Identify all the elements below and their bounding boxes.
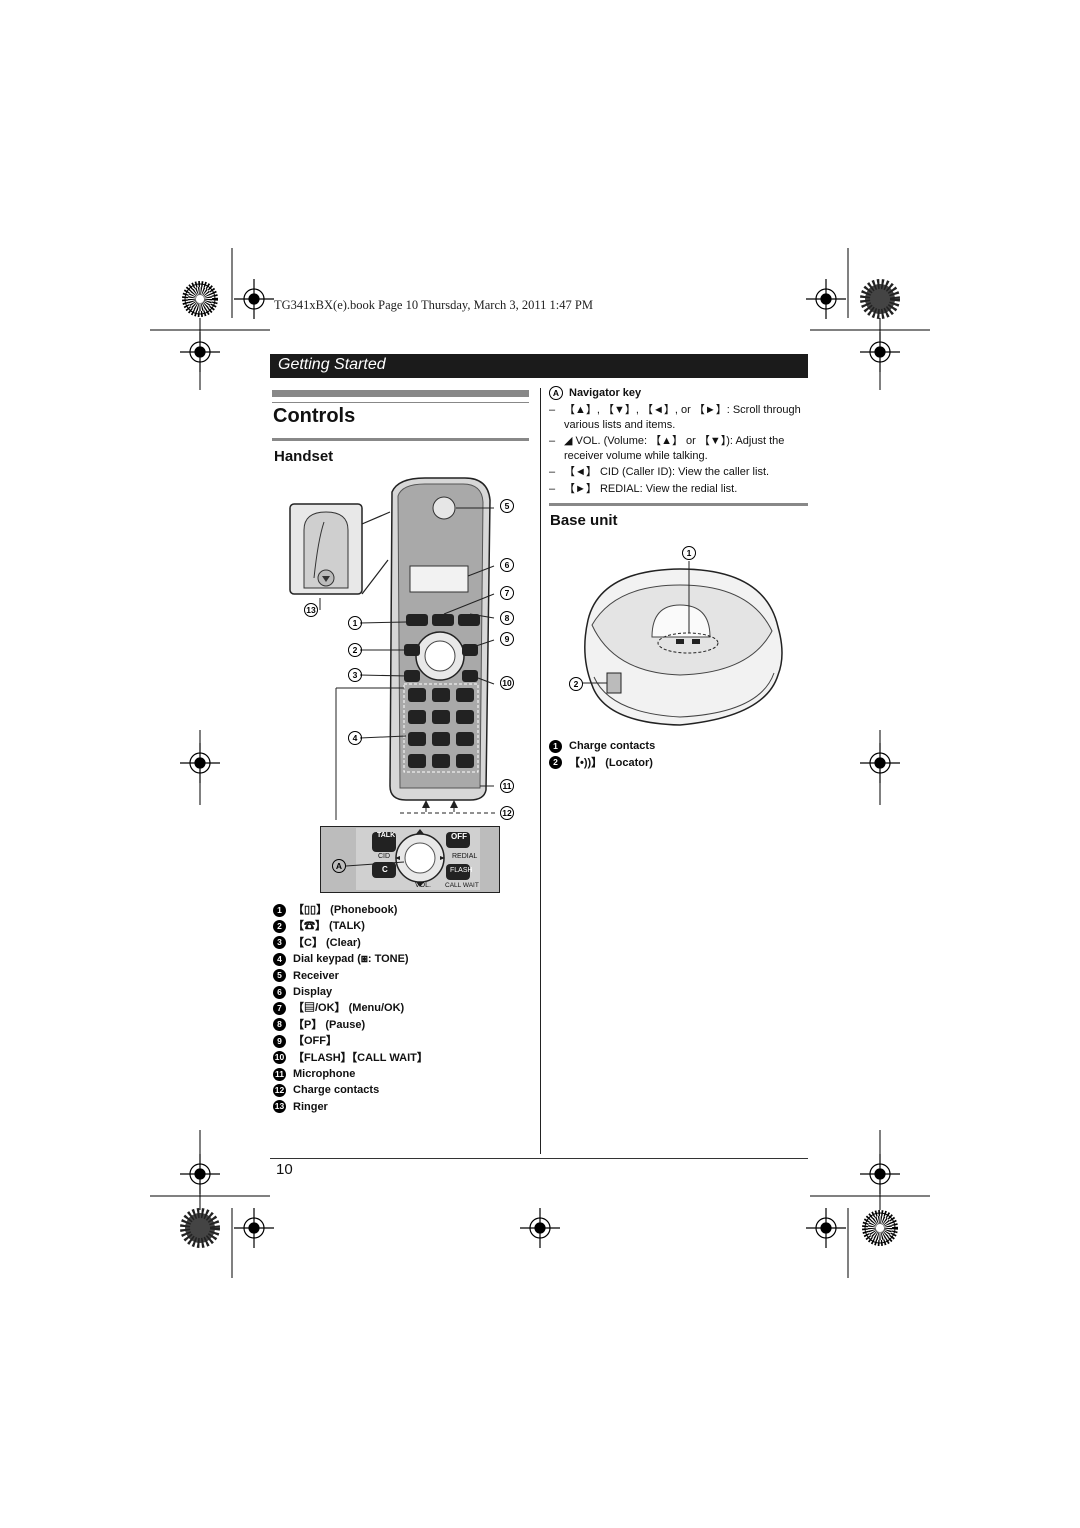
legend-item: 2【☎】 (TALK) bbox=[273, 918, 428, 934]
callout-10: 10 bbox=[500, 676, 514, 690]
callout-7: 7 bbox=[500, 586, 514, 600]
column-divider bbox=[540, 388, 541, 1154]
file-info-line: TG341xBX(e).book Page 10 Thursday, March… bbox=[274, 298, 593, 312]
navigator-item: –【►】 REDIAL: View the redial list. bbox=[549, 482, 738, 495]
legend-item: 9【OFF】 bbox=[273, 1033, 428, 1049]
callout-3: 3 bbox=[348, 668, 362, 682]
callout-11: 11 bbox=[500, 779, 514, 793]
inset-key-redial: REDIAL bbox=[452, 853, 478, 860]
inset-key-off: OFF bbox=[451, 832, 467, 841]
legend-item: 7【▤/OK】 (Menu/OK) bbox=[273, 1000, 428, 1016]
legend-item: 1【▯▯】 (Phonebook) bbox=[273, 902, 428, 918]
inset-key-call-wait: CALL WAIT bbox=[445, 882, 479, 889]
inset-key-cid: CID bbox=[378, 853, 391, 860]
navigator-inset-illustration bbox=[320, 826, 500, 893]
section-title: Getting Started bbox=[278, 356, 386, 373]
base-unit-top-rule bbox=[549, 503, 808, 506]
callout-12: 12 bbox=[500, 806, 514, 820]
legend-item: 8【P】 (Pause) bbox=[273, 1017, 428, 1033]
callout-2: 2 bbox=[348, 643, 362, 657]
handset-heading: Handset bbox=[274, 448, 334, 465]
navigator-item: –【▲】, 【▼】, 【◄】, or 【►】: Scroll through v… bbox=[549, 404, 801, 431]
handset-illustration bbox=[289, 477, 498, 820]
callout-5: 5 bbox=[500, 499, 514, 513]
base-callout-1: 1 bbox=[682, 546, 696, 560]
page-title: Controls bbox=[273, 405, 356, 427]
inset-key-vol: VOL. bbox=[415, 882, 431, 889]
title-top-rule bbox=[272, 390, 529, 397]
callout-1: 1 bbox=[348, 616, 362, 630]
legend-item: 2【•))】 (Locator) bbox=[549, 755, 655, 772]
navigator-item: –◢ VOL. (Volume: 【▲】 or 【▼】): Adjust the… bbox=[549, 435, 785, 462]
handset-top-rule bbox=[272, 438, 529, 441]
inset-label-a: A bbox=[332, 859, 346, 873]
base-unit-heading: Base unit bbox=[550, 512, 618, 529]
inset-key-flash: FLASH bbox=[450, 867, 473, 874]
section-banner: Getting Started bbox=[270, 354, 808, 378]
handset-legend: 1【▯▯】 (Phonebook) 2【☎】 (TALK) 3【C】 (Clea… bbox=[273, 902, 428, 1115]
page-number: 10 bbox=[276, 1161, 293, 1178]
inset-key-c: C bbox=[382, 865, 388, 874]
callout-9: 9 bbox=[500, 632, 514, 646]
callout-13: 13 bbox=[304, 603, 318, 617]
inset-key-talk: TALK bbox=[377, 832, 396, 839]
legend-item: 3【C】 (Clear) bbox=[273, 935, 428, 951]
base-callout-2: 2 bbox=[569, 677, 583, 691]
navigator-item: –【◄】 CID (Caller ID): View the caller li… bbox=[549, 466, 770, 478]
footer-rule bbox=[270, 1158, 808, 1159]
legend-item: 10【FLASH】【CALL WAIT】 bbox=[273, 1051, 428, 1065]
callout-6: 6 bbox=[500, 558, 514, 572]
callout-4: 4 bbox=[348, 731, 362, 745]
callout-8: 8 bbox=[500, 611, 514, 625]
base-unit-illustration bbox=[582, 561, 783, 726]
title-thin-rule bbox=[272, 402, 529, 403]
